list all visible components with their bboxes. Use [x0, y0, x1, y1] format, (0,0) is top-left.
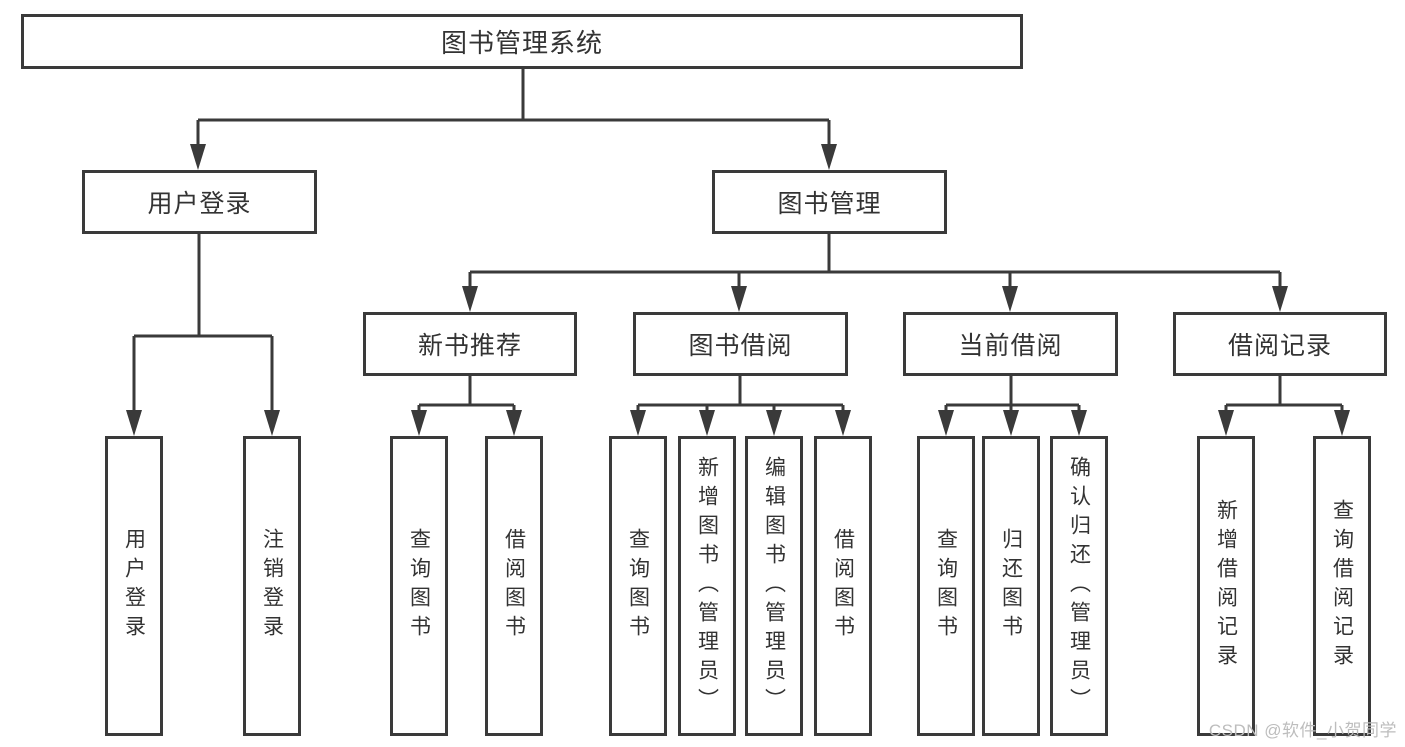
arrow-down-icon [1071, 410, 1087, 436]
node-label: 用户登录 [122, 528, 146, 644]
arrow-down-icon [835, 410, 851, 436]
arrow-down-icon [699, 410, 715, 436]
arrow-down-icon [1334, 410, 1350, 436]
arrowheads [126, 144, 1350, 436]
node-label: 图书管理系统 [440, 28, 603, 58]
node-label: 新增图书（管理员） [695, 455, 719, 717]
arrow-down-icon [190, 144, 206, 170]
arrow-down-icon [1003, 410, 1019, 436]
arrow-down-icon [731, 286, 747, 312]
node-label: 新书推荐 [417, 332, 522, 360]
arrow-down-icon [766, 410, 782, 436]
node-label: 注销登录 [260, 528, 284, 644]
node-label: 借阅记录 [1227, 332, 1332, 360]
arrow-down-icon [506, 410, 522, 436]
leaf-borrow-books-borrowing: 借阅图书 [814, 436, 872, 736]
arrow-down-icon [1272, 286, 1288, 312]
node-label: 用户登录 [147, 190, 252, 218]
node-label: 编辑图书（管理员） [762, 455, 786, 717]
node-book-borrowing: 图书借阅 [633, 312, 848, 376]
leaf-query-borrow-record: 查询借阅记录 [1313, 436, 1371, 736]
node-user-login: 用户登录 [82, 170, 317, 234]
arrow-down-icon [126, 410, 142, 436]
leaf-query-books-borrowing: 查询图书 [609, 436, 667, 736]
node-label: 图书管理 [777, 190, 882, 218]
arrow-down-icon [821, 144, 837, 170]
node-book-management: 图书管理 [712, 170, 947, 234]
node-root: 图书管理系统 [21, 14, 1023, 69]
node-label: 确认归还（管理员） [1067, 455, 1091, 717]
leaf-add-books-admin: 新增图书（管理员） [678, 436, 736, 736]
node-borrowing-records: 借阅记录 [1173, 312, 1387, 376]
leaf-logout: 注销登录 [243, 436, 301, 736]
node-label: 归还图书 [999, 528, 1023, 644]
arrow-down-icon [1218, 410, 1234, 436]
node-current-borrowing: 当前借阅 [903, 312, 1118, 376]
connector-path [132, 69, 1344, 414]
watermark: CSDN @软件_小贺同学 [1208, 721, 1397, 740]
node-new-book-recommendation: 新书推荐 [363, 312, 577, 376]
leaf-borrow-books-recommend: 借阅图书 [485, 436, 543, 736]
node-label: 查询图书 [626, 528, 650, 644]
arrow-down-icon [462, 286, 478, 312]
node-label: 当前借阅 [958, 332, 1063, 360]
leaf-query-books-current: 查询图书 [917, 436, 975, 736]
node-label: 新增借阅记录 [1214, 499, 1238, 673]
leaf-query-books-recommend: 查询图书 [390, 436, 448, 736]
arrow-down-icon [1002, 286, 1018, 312]
leaf-confirm-return-admin: 确认归还（管理员） [1050, 436, 1108, 736]
node-label: 借阅图书 [502, 528, 526, 644]
arrow-down-icon [264, 410, 280, 436]
node-label: 借阅图书 [831, 528, 855, 644]
node-label: 查询图书 [407, 528, 431, 644]
arrow-down-icon [630, 410, 646, 436]
node-label: 图书借阅 [688, 332, 793, 360]
leaf-return-books: 归还图书 [982, 436, 1040, 736]
leaf-add-borrow-record: 新增借阅记录 [1197, 436, 1255, 736]
arrow-down-icon [411, 410, 427, 436]
leaf-edit-books-admin: 编辑图书（管理员） [745, 436, 803, 736]
leaf-user-login: 用户登录 [105, 436, 163, 736]
node-label: 查询图书 [934, 528, 958, 644]
arrow-down-icon [938, 410, 954, 436]
node-label: 查询借阅记录 [1330, 499, 1354, 673]
